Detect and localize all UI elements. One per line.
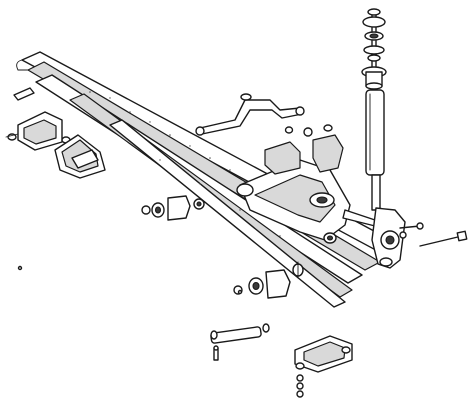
stabilizer-link [195,93,305,136]
suspension-arm [236,159,376,244]
shock-absorber [361,9,406,269]
leaf-spring [16,51,401,308]
spring-bracket [5,87,71,151]
spring-clamp-plate [294,335,353,373]
spring-shackle [54,134,106,179]
bolts-and-nuts [17,222,468,398]
rubber-bushes [141,195,304,299]
bump-stop-pads [264,124,344,175]
shock-top-mount [362,8,386,62]
